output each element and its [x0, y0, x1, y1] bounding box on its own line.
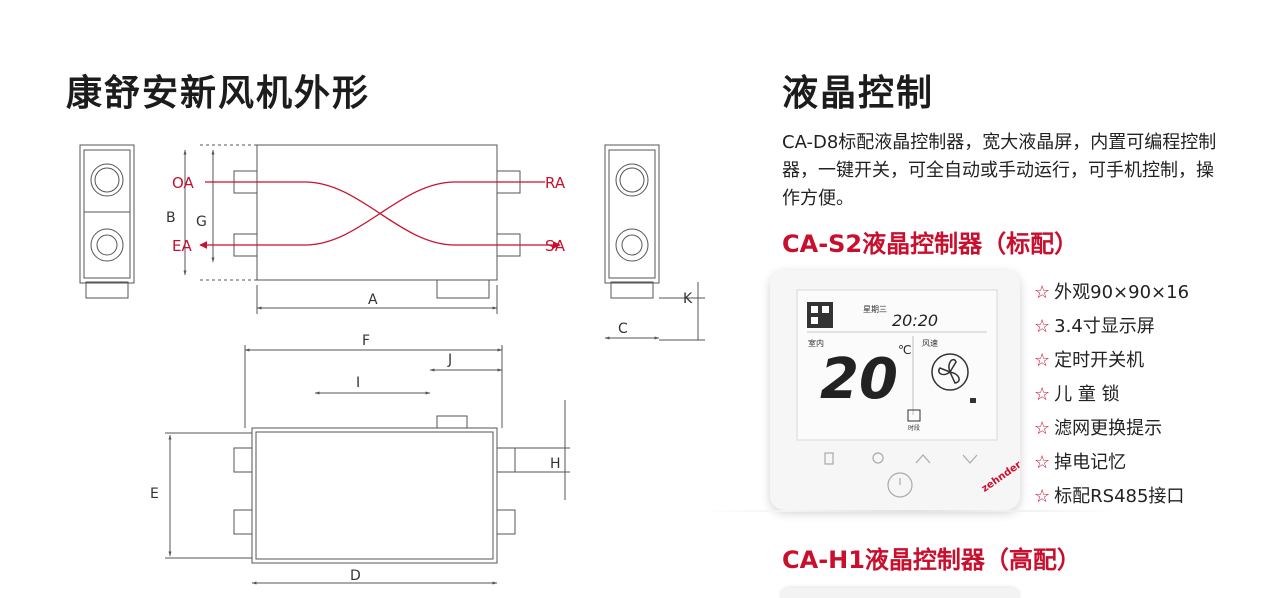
side-view: [165, 345, 570, 585]
label-oa: OA: [172, 174, 195, 192]
section-title-shape: 康舒安新风机外形: [66, 73, 371, 114]
dim-c: C: [618, 321, 628, 337]
indoor-label: 室内: [808, 338, 824, 348]
dim-g: G: [196, 214, 207, 230]
left-end-view: [79, 144, 135, 299]
feature-item: ☆儿 童 锁: [1034, 384, 1120, 405]
unit-dimension-drawing: OA EA RA SA A B C D E F G H I J K: [79, 144, 705, 585]
temperature-value: 20: [820, 347, 898, 412]
label-ra: RA: [545, 174, 566, 192]
lock-icon: [970, 398, 976, 403]
ca-s2-controller: 星期三 20:20 室内 20 ℃ 风速 时段 zehnder: [770, 270, 1024, 510]
weekday-text: 星期三: [863, 305, 887, 314]
lcd-description: CA-D8标配液晶控制器，宽大液晶屏，内置可编程控制器，一键开关，可全自动或手动…: [782, 132, 1217, 209]
feature-item: ☆标配RS485接口: [1034, 486, 1185, 507]
fan-speed-label: 风速: [922, 339, 938, 348]
dim-f: F: [362, 333, 370, 349]
menu-icon: [824, 452, 834, 465]
timer-icon: [907, 409, 921, 422]
timer-label: 时段: [908, 424, 920, 432]
shadow-line: [700, 510, 1120, 512]
dim-b: B: [166, 210, 176, 226]
feature-item: ☆3.4寸显示屏: [1034, 316, 1155, 337]
dim-e: E: [150, 486, 159, 502]
up-arrow-icon: [915, 454, 931, 464]
airflow-paths: [199, 181, 561, 249]
fan-icon: [931, 353, 969, 391]
top-view: [183, 144, 521, 314]
dim-d: D: [350, 568, 361, 584]
heading-ca-h1: CA-H1液晶控制器（高配）: [782, 546, 1081, 574]
label-ea: EA: [172, 237, 192, 255]
dim-a: A: [368, 292, 378, 308]
brand-logo: zehnder: [980, 459, 1020, 494]
temperature-unit: ℃: [898, 343, 911, 357]
power-button-icon: [887, 472, 913, 498]
dim-i: I: [356, 375, 360, 391]
feature-item: ☆掉电记忆: [1034, 452, 1127, 473]
ca-h1-controller-top: [780, 588, 1020, 598]
qr-code-icon: [807, 302, 833, 328]
feature-item: ☆外观90×90×16: [1034, 282, 1190, 303]
dim-j: J: [447, 352, 452, 368]
feature-item: ☆滤网更换提示: [1034, 418, 1163, 439]
right-end-view: [604, 144, 705, 341]
dim-k: K: [683, 291, 693, 307]
controller-face: 星期三 20:20 室内 20 ℃ 风速 时段 zehnder: [796, 289, 1024, 498]
section-title-lcd: 液晶控制: [782, 73, 935, 114]
dim-h: H: [550, 456, 561, 472]
clock-text: 20:20: [892, 311, 938, 330]
feature-item: ☆定时开关机: [1034, 350, 1145, 371]
down-arrow-icon: [962, 454, 978, 464]
heading-ca-s2: CA-S2液晶控制器（标配）: [782, 230, 1079, 258]
fan-button-icon: [872, 452, 884, 464]
label-sa: SA: [545, 237, 566, 255]
